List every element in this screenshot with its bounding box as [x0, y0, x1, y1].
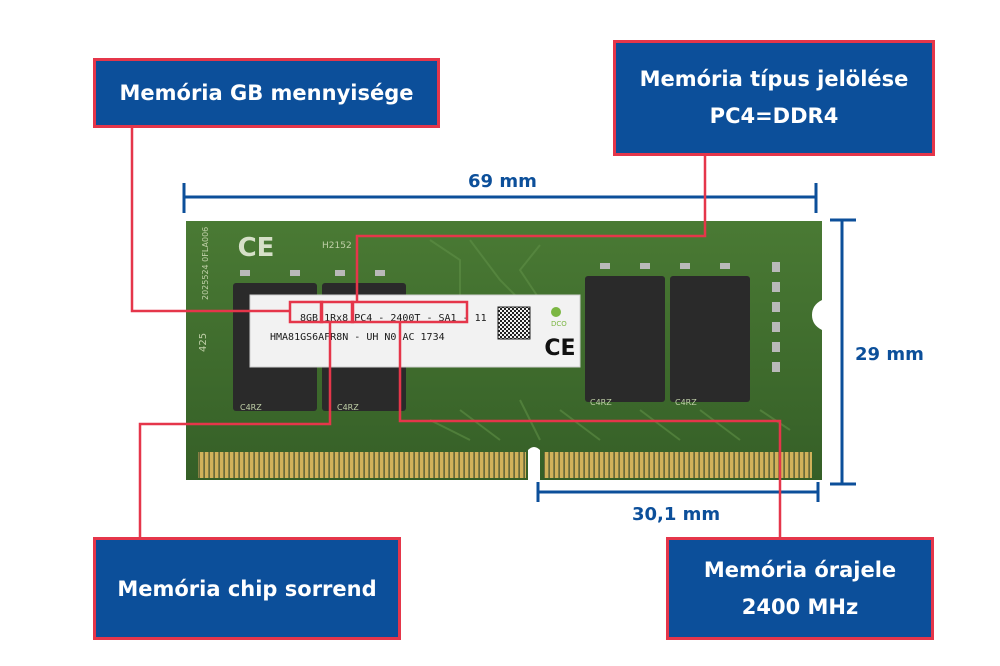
- gold-contacts-left: [198, 452, 526, 478]
- label-token: 8GB: [300, 313, 318, 324]
- label-token: -: [348, 332, 360, 343]
- leader-lines: [130, 127, 782, 537]
- pcb-small-number: 425: [198, 333, 209, 352]
- label-token: 1734: [415, 332, 445, 343]
- pcb-code: H2152: [322, 241, 352, 251]
- pcb-chip-code: C4RZ: [337, 403, 359, 412]
- label-token: 11: [469, 313, 487, 324]
- callout-chip-order: Memória chip sorrend: [93, 537, 401, 640]
- memory-chip: [670, 276, 750, 402]
- svg-text:DCO: DCO: [551, 320, 567, 328]
- dimension-notch-line: [536, 482, 820, 502]
- smd-components: [240, 262, 780, 372]
- callout-clock: Memória órajele 2400 MHz: [666, 537, 934, 640]
- label-token: SA1: [432, 313, 456, 324]
- label-token: -: [457, 313, 469, 324]
- label-token: 1Rx8: [318, 313, 348, 324]
- label-token: -: [372, 313, 384, 324]
- pcb-chip-code: C4RZ: [675, 398, 697, 407]
- pcb-chip-code: C4RZ: [590, 398, 612, 407]
- callout-clock-line1: Memória órajele: [703, 557, 897, 582]
- sticker-logo: DCO: [551, 307, 567, 328]
- gold-contacts-right: [544, 452, 812, 478]
- dimension-height-line: [830, 218, 856, 486]
- sticker-qr-code: [497, 306, 531, 340]
- callout-type-line1: Memória típus jelölése: [639, 67, 909, 92]
- pcb-ce-mark: CE: [238, 233, 275, 263]
- label-token: HMA81GS6AFR8N: [270, 332, 348, 343]
- callout-clock-line2: 2400 MHz: [741, 594, 859, 619]
- memory-chip: [585, 276, 665, 402]
- label-token: -: [420, 313, 432, 324]
- callout-capacity-text: Memória GB mennyisége: [119, 81, 414, 105]
- label-token: N0: [378, 332, 396, 343]
- label-token: AC: [396, 332, 414, 343]
- callout-type: Memória típus jelölése PC4=DDR4: [613, 40, 935, 156]
- dimension-notch-label: 30,1 mm: [632, 504, 721, 525]
- dimension-width-label: 69 mm: [468, 171, 537, 192]
- callout-chip-order-text: Memória chip sorrend: [117, 576, 377, 601]
- callout-type-line2: PC4=DDR4: [709, 104, 839, 128]
- label-token: UH: [360, 332, 378, 343]
- highlight-type-speed: [350, 300, 469, 324]
- pcb-side-code: 2025524 0FLA006: [201, 227, 210, 300]
- module-label-line2: HMA81GS6AFR8N - UH N0 AC 1734: [270, 332, 445, 343]
- dimension-width-line: [182, 183, 818, 213]
- label-token: 2400T: [384, 313, 420, 324]
- pcb-chip-code: C4RZ: [240, 403, 262, 412]
- label-token: PC4: [348, 313, 372, 324]
- callout-capacity: Memória GB mennyisége: [93, 58, 440, 128]
- module-label-line1: 8GB 1Rx8 PC4 - 2400T - SA1 - 11: [300, 313, 487, 324]
- dimension-height-label: 29 mm: [855, 344, 924, 365]
- sticker-ce-mark: CE: [544, 336, 575, 361]
